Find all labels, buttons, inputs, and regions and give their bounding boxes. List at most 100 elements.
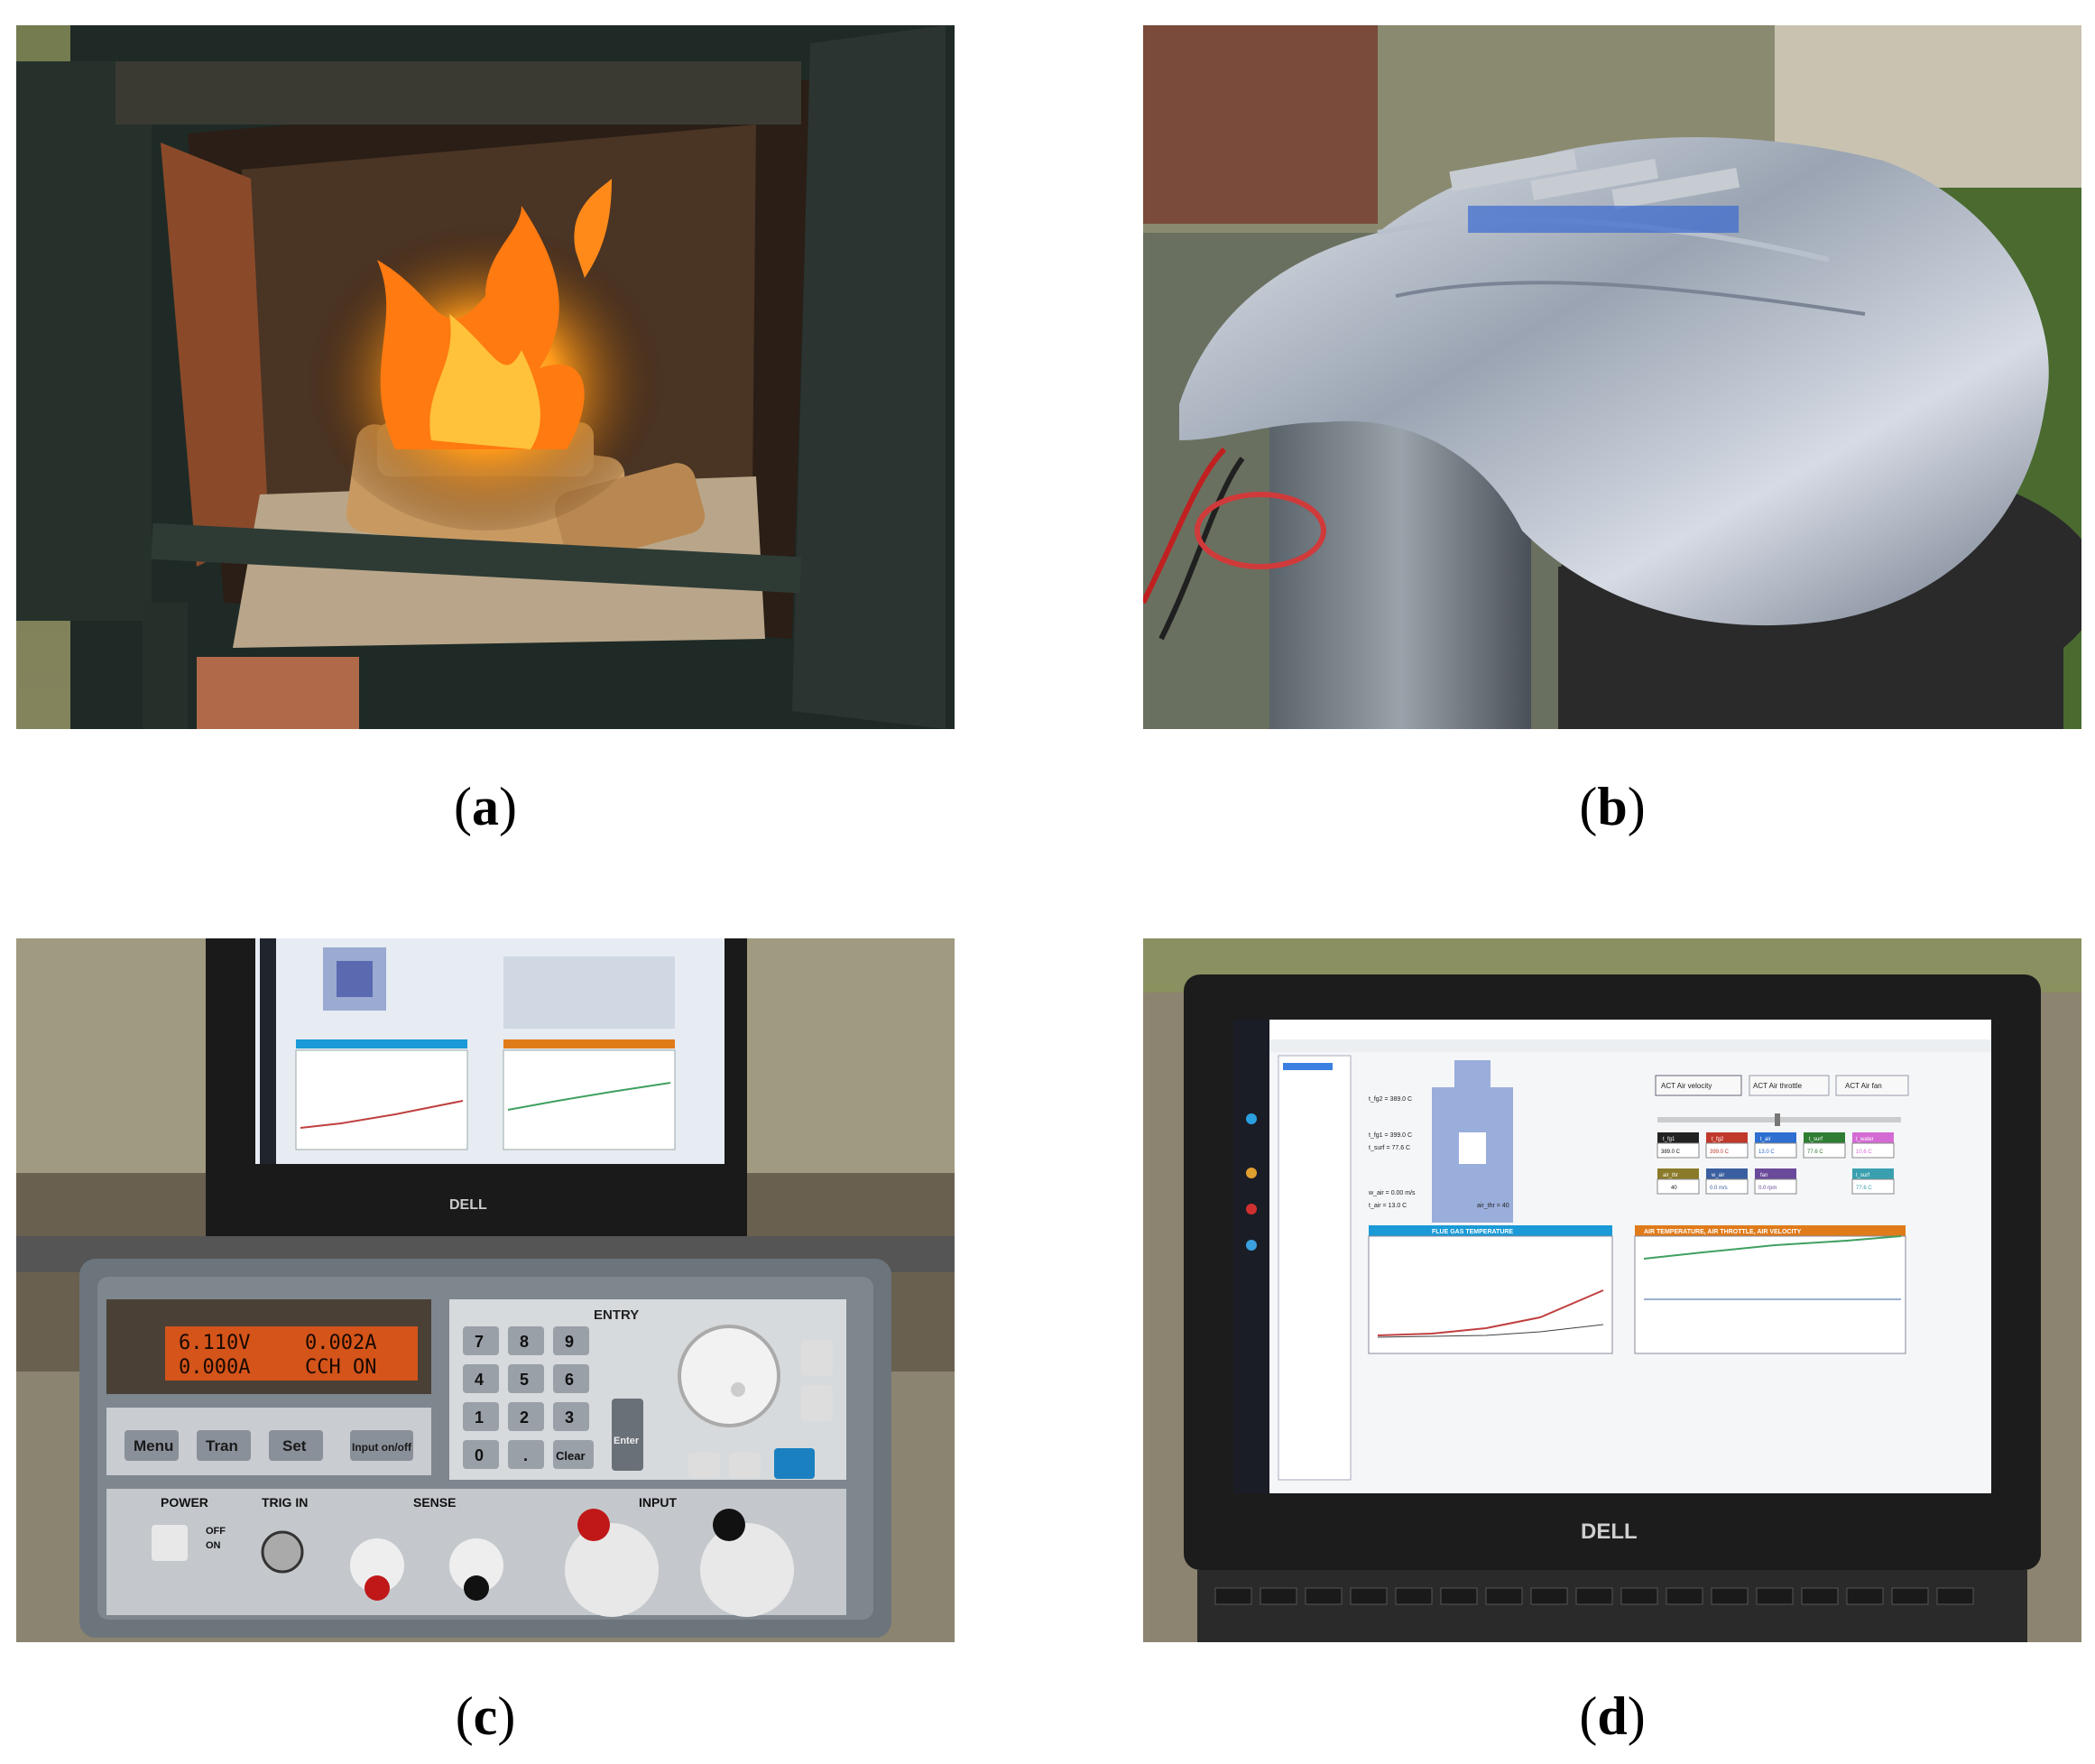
svg-text:DELL: DELL bbox=[449, 1197, 487, 1213]
key-3[interactable] bbox=[553, 1402, 589, 1431]
clear-button[interactable] bbox=[553, 1440, 594, 1469]
svg-text:OFF: OFF bbox=[206, 1526, 226, 1537]
key-1[interactable] bbox=[463, 1402, 499, 1431]
svg-text:ENTRY: ENTRY bbox=[594, 1307, 639, 1323]
key-9[interactable] bbox=[553, 1326, 589, 1355]
svg-text:t_fg1: t_fg1 bbox=[1663, 1137, 1675, 1142]
svg-text:Enter: Enter bbox=[614, 1436, 640, 1446]
sense-plus-terminal bbox=[350, 1538, 404, 1593]
sense-minus-terminal bbox=[449, 1538, 503, 1593]
enter-button[interactable] bbox=[612, 1399, 643, 1471]
svg-text:t_fg2: t_fg2 bbox=[1712, 1137, 1724, 1142]
windows-taskbar bbox=[1233, 1020, 1269, 1493]
svg-text:399.0 C: 399.0 C bbox=[1710, 1150, 1730, 1155]
caption-a: (a) bbox=[454, 777, 517, 836]
down-arrow-button[interactable] bbox=[801, 1385, 833, 1421]
svg-text:10.6 C: 10.6 C bbox=[1856, 1150, 1872, 1155]
svg-text:8: 8 bbox=[520, 1333, 529, 1351]
readout-t-surf: t_surf = 77.6 C bbox=[1369, 1145, 1410, 1151]
svg-text:POWER: POWER bbox=[161, 1495, 208, 1510]
key-dot[interactable] bbox=[508, 1440, 544, 1469]
input-onoff-button[interactable] bbox=[350, 1430, 413, 1461]
fire-flames bbox=[305, 179, 666, 531]
svg-text:ON: ON bbox=[206, 1540, 221, 1551]
key-0[interactable] bbox=[463, 1440, 499, 1469]
svg-text:ACT Air velocity: ACT Air velocity bbox=[1661, 1082, 1712, 1090]
aluminium-foil-insulation bbox=[1179, 137, 2049, 626]
tab-air-throttle[interactable] bbox=[1749, 1075, 1830, 1096]
laptop-c: DELL bbox=[206, 938, 747, 1236]
readout-t-air: t_air = 13.0 C bbox=[1369, 1203, 1407, 1209]
tran-button[interactable] bbox=[197, 1430, 251, 1461]
svg-text:389.0 C: 389.0 C bbox=[1661, 1150, 1681, 1155]
svg-text:Menu: Menu bbox=[134, 1437, 173, 1455]
svg-text:INPUT: INPUT bbox=[639, 1495, 677, 1510]
svg-text:77.6 C: 77.6 C bbox=[1856, 1186, 1872, 1191]
left-arrow-button[interactable] bbox=[688, 1453, 720, 1478]
svg-text:t_air: t_air bbox=[1760, 1137, 1771, 1142]
photo-electronic-load: DELL 6.110V 0.002A 0.000A CCH ON Menu Tr… bbox=[16, 938, 955, 1642]
svg-text:FLUE GAS TEMPERATURE: FLUE GAS TEMPERATURE bbox=[1432, 1229, 1513, 1235]
lcd-line1-left: 6.110V bbox=[179, 1332, 250, 1354]
rotary-knob[interactable] bbox=[678, 1325, 780, 1427]
right-arrow-button[interactable] bbox=[729, 1453, 761, 1478]
lcd-line2-left: 0.000A bbox=[179, 1356, 250, 1379]
up-arrow-button[interactable] bbox=[801, 1340, 833, 1376]
svg-text:7: 7 bbox=[475, 1333, 484, 1351]
electronic-load-device: 6.110V 0.002A 0.000A CCH ON Menu Tran Se… bbox=[79, 1259, 891, 1638]
chart-air-temperature bbox=[1634, 1235, 1906, 1354]
key-7[interactable] bbox=[463, 1326, 499, 1355]
svg-text:4: 4 bbox=[475, 1371, 484, 1389]
key-6[interactable] bbox=[553, 1364, 589, 1393]
photo-foil-heat-exchanger bbox=[1143, 25, 2081, 729]
svg-text:air_thr: air_thr bbox=[1663, 1173, 1678, 1178]
svg-text:6: 6 bbox=[565, 1371, 574, 1389]
key-2[interactable] bbox=[508, 1402, 544, 1431]
svg-text:0: 0 bbox=[475, 1446, 484, 1464]
svg-text:t_surf: t_surf bbox=[1809, 1137, 1823, 1142]
svg-text:TRIG IN: TRIG IN bbox=[262, 1495, 308, 1510]
power-switch[interactable] bbox=[152, 1525, 188, 1561]
svg-text:SENSE: SENSE bbox=[413, 1495, 456, 1510]
svg-text:ACT Air fan: ACT Air fan bbox=[1845, 1082, 1882, 1090]
key-4[interactable] bbox=[463, 1364, 499, 1393]
svg-text:ACT Air throttle: ACT Air throttle bbox=[1753, 1082, 1803, 1090]
shift-button[interactable] bbox=[774, 1448, 815, 1479]
lcd-line2-right: CCH ON bbox=[305, 1356, 376, 1379]
value-boxes: t_fg1 389.0 C t_fg2 399.0 C t_air 13.0 C… bbox=[1657, 1132, 1895, 1195]
svg-text:w_air: w_air bbox=[1711, 1173, 1724, 1178]
lcd-line1-right: 0.002A bbox=[305, 1332, 376, 1354]
readout-w-air: w_air = 0.00 m/s bbox=[1368, 1190, 1416, 1196]
caption-d: (d) bbox=[1579, 1686, 1646, 1746]
trig-bnc-connector bbox=[261, 1530, 304, 1574]
svg-text:2: 2 bbox=[520, 1408, 529, 1427]
svg-text:t_water: t_water bbox=[1856, 1137, 1874, 1142]
caption-b: (b) bbox=[1579, 777, 1646, 836]
chart-left-header bbox=[1369, 1225, 1612, 1236]
chart-right-header bbox=[1635, 1225, 1906, 1236]
set-button[interactable] bbox=[269, 1430, 323, 1461]
svg-text:77.6 C: 77.6 C bbox=[1807, 1150, 1823, 1155]
sensor-plates bbox=[1449, 149, 1740, 233]
readout-t-fg2: t_fg2 = 389.0 C bbox=[1369, 1096, 1412, 1103]
input-minus-terminal bbox=[700, 1523, 794, 1617]
menu-button[interactable] bbox=[125, 1430, 179, 1461]
svg-text:Clear: Clear bbox=[556, 1449, 586, 1463]
key-8[interactable] bbox=[508, 1326, 544, 1355]
key-5[interactable] bbox=[508, 1364, 544, 1393]
svg-text:.: . bbox=[523, 1446, 528, 1464]
svg-text:40: 40 bbox=[1671, 1186, 1677, 1191]
svg-text:1: 1 bbox=[475, 1408, 484, 1427]
svg-text:fan: fan bbox=[1760, 1173, 1767, 1178]
caption-c: (c) bbox=[455, 1686, 516, 1746]
chart-flue-gas-temperature bbox=[1368, 1235, 1613, 1354]
svg-text:Tran: Tran bbox=[206, 1437, 238, 1455]
svg-text:5: 5 bbox=[520, 1371, 529, 1389]
svg-text:9: 9 bbox=[565, 1333, 574, 1351]
photo-laptop-monitoring: t_fg2 = 389.0 C t_fg1 = 399.0 C t_surf =… bbox=[1143, 938, 2081, 1642]
photo-stove-fire bbox=[16, 25, 955, 729]
tab-air-velocity[interactable] bbox=[1655, 1075, 1742, 1096]
svg-text:Input on/off: Input on/off bbox=[352, 1441, 412, 1454]
readout-air-thr: air_thr = 40 bbox=[1477, 1203, 1509, 1209]
tab-air-fan[interactable] bbox=[1835, 1075, 1909, 1096]
